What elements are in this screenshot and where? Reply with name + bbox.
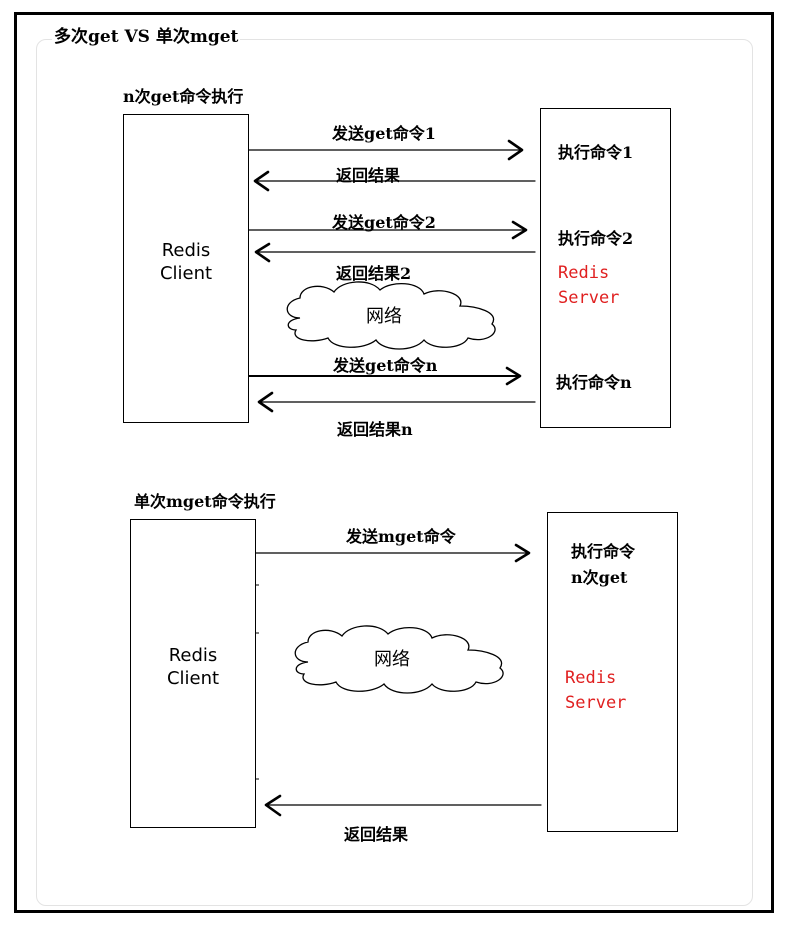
bottom-network-cloud (294, 625, 504, 694)
bottom-client-label: Redis Client (130, 644, 256, 690)
top-server-name: Redis Server (558, 261, 619, 311)
top-server-line1: Redis (558, 263, 610, 283)
top-send-2-arrowhead (511, 220, 528, 240)
bottom-client-line2: Client (166, 668, 220, 689)
bottom-network-text: 网络 (374, 649, 410, 670)
bottom-server-line1: Redis (565, 668, 617, 688)
top-network-cloud (286, 281, 496, 350)
bottom-client-line1: Redis (168, 645, 218, 666)
bottom-server-name: Redis Server (565, 666, 626, 716)
bottom-server-box (547, 512, 678, 832)
bottom-reply-arrowhead (264, 794, 282, 817)
top-exec-n: 执行命令n (556, 373, 632, 392)
top-client-box (123, 114, 249, 423)
top-reply-n: 返回结果n (337, 420, 413, 439)
bottom-send-arrowhead (514, 543, 531, 563)
content-panel (36, 39, 753, 906)
top-reply-2-arrowhead (254, 242, 271, 263)
bottom-reply: 返回结果 (344, 825, 409, 844)
top-reply-n-arrowhead (257, 391, 274, 413)
top-section-title: n次get命令执行 (123, 87, 244, 106)
bottom-server-line2: Server (565, 693, 627, 713)
top-send-n-arrowhead (505, 366, 522, 386)
bottom-send: 发送mget命令 (346, 527, 456, 546)
top-client-label: Redis Client (123, 239, 249, 285)
top-reply-1-arrowhead (253, 170, 270, 192)
top-reply-2: 返回结果2 (336, 264, 412, 283)
bottom-client-box (130, 519, 256, 828)
top-client-line1: Redis (161, 240, 211, 261)
top-server-line2: Server (558, 288, 620, 308)
bottom-exec-line2: n次get (571, 568, 628, 587)
top-exec-1: 执行命令1 (558, 143, 634, 162)
top-server-box (540, 108, 671, 428)
top-send-1-arrowhead (507, 139, 524, 161)
top-network-text: 网络 (366, 306, 402, 327)
top-send-2: 发送get命令2 (332, 213, 436, 232)
top-reply-1: 返回结果 (336, 166, 401, 185)
top-send-n: 发送get命令n (333, 356, 438, 375)
figure-title: 多次get VS 单次mget (52, 22, 241, 47)
top-send-1: 发送get命令1 (332, 124, 436, 143)
top-exec-2: 执行命令2 (558, 229, 634, 248)
figure-frame (14, 12, 774, 913)
bottom-section-title: 单次mget命令执行 (134, 492, 276, 511)
top-client-line2: Client (159, 263, 213, 284)
bottom-exec-line1: 执行命令 (571, 542, 636, 561)
